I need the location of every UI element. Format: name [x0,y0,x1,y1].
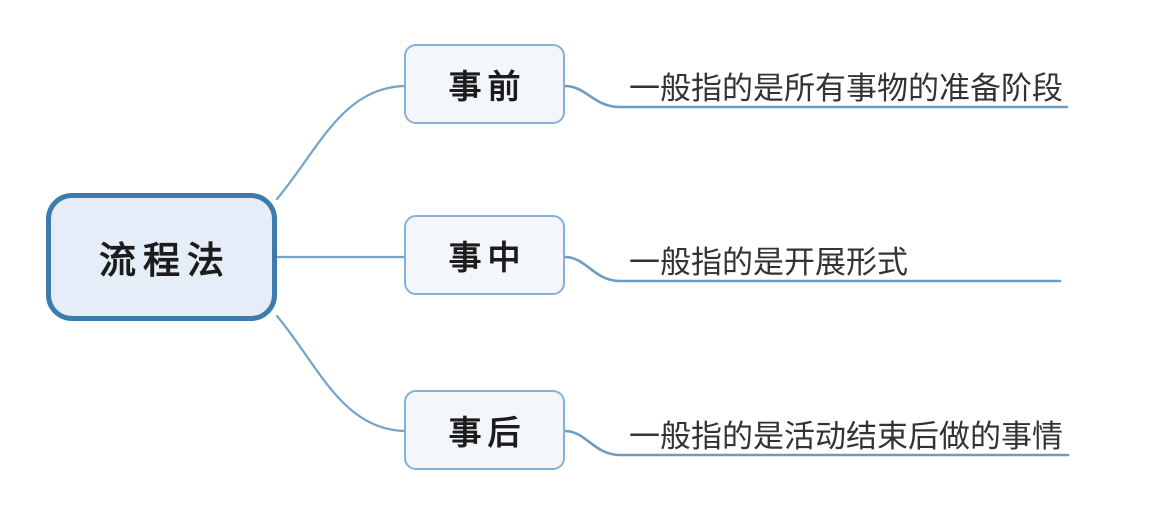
topicline-during [563,255,1062,283]
branch-node-label: 事前 [448,68,527,105]
branch-node-label: 事中 [448,239,527,276]
branch-node-before[interactable]: 事前 [404,44,565,124]
root-node-liuchengfa[interactable]: 流程法 [46,193,277,321]
topicline-after [563,429,1070,457]
description-topic-during[interactable]: 一般指的是开展形式 [629,240,908,278]
branch-node-after[interactable]: 事后 [404,390,565,470]
description-text: 一般指的是所有事物的准备阶段 [629,71,1063,106]
topicline-before [563,84,1069,109]
branch-node-label: 事后 [448,414,527,451]
description-text: 一般指的是活动结束后做的事情 [629,419,1063,454]
root-node-label: 流程法 [99,240,231,281]
description-topic-before[interactable]: 一般指的是所有事物的准备阶段 [629,66,1063,104]
branch-node-during[interactable]: 事中 [404,215,565,295]
connector-root-to-before [275,84,406,201]
connector-root-to-after [275,314,406,433]
description-topic-after[interactable]: 一般指的是活动结束后做的事情 [629,414,1063,452]
description-text: 一般指的是开展形式 [629,245,908,280]
